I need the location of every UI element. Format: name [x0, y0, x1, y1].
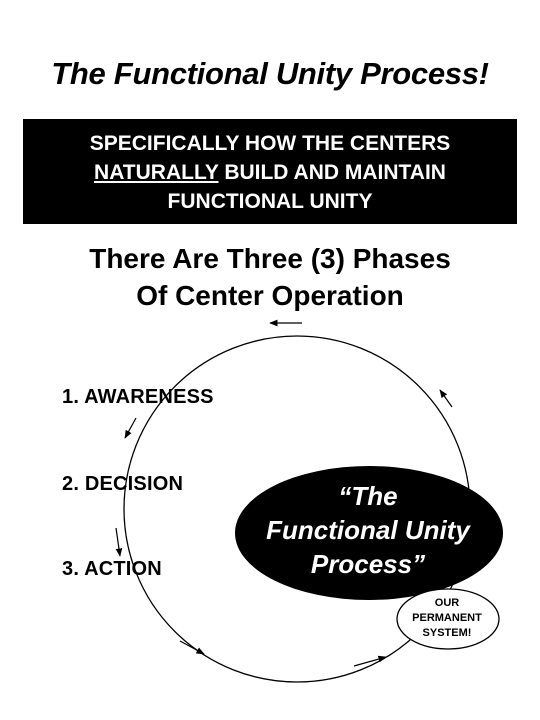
phase-action: 3. ACTION: [62, 558, 162, 580]
cycle-arrow-bottom-left: [179, 640, 205, 655]
badge-line-1: OUR: [434, 597, 460, 609]
cycle-arrow-left-upper: [124, 417, 137, 439]
banner-line-3: FUNCTIONAL UNITY: [167, 190, 373, 213]
phases-heading: There Are Three (3) Phases Of Center Ope…: [0, 240, 540, 314]
banner-emphasis: NATURALLY: [94, 161, 219, 184]
process-ellipse: [235, 466, 503, 600]
page-title: The Functional Unity Process!: [51, 56, 489, 91]
badge-ellipse: [396, 588, 500, 650]
process-label-line-3: Process”: [310, 549, 426, 579]
banner-line-1: SPECIFICALLY HOW THE CENTERS: [89, 132, 451, 155]
phase-decision: 2. DECISION: [62, 473, 184, 495]
banner-line-2-rest: BUILD AND MAINTAIN: [218, 161, 446, 184]
process-label-line-1: “The: [338, 481, 398, 511]
cycle-arrow-upper-right: [439, 389, 453, 408]
phase-awareness: 1. AWARENESS: [62, 386, 214, 408]
headline-banner: SPECIFICALLY HOW THE CENTERS NATURALLY B…: [23, 119, 517, 224]
badge-line-3: SYSTEM!: [422, 627, 472, 639]
phases-heading-line-1: There Are Three (3) Phases: [89, 243, 451, 274]
process-label-line-2: Functional Unity: [266, 515, 470, 545]
phases-heading-line-2: Of Center Operation: [136, 280, 404, 311]
banner-line-2: NATURALLY BUILD AND MAINTAIN: [23, 158, 517, 187]
cycle-arrow-left-lower: [115, 527, 123, 557]
badge-line-2: PERMANENT: [412, 612, 482, 624]
cycle-arrow-bottom-right: [353, 655, 387, 667]
process-label: “The Functional Unity Process”: [233, 479, 503, 581]
permanent-system-badge: OUR PERMANENT SYSTEM!: [402, 596, 492, 641]
